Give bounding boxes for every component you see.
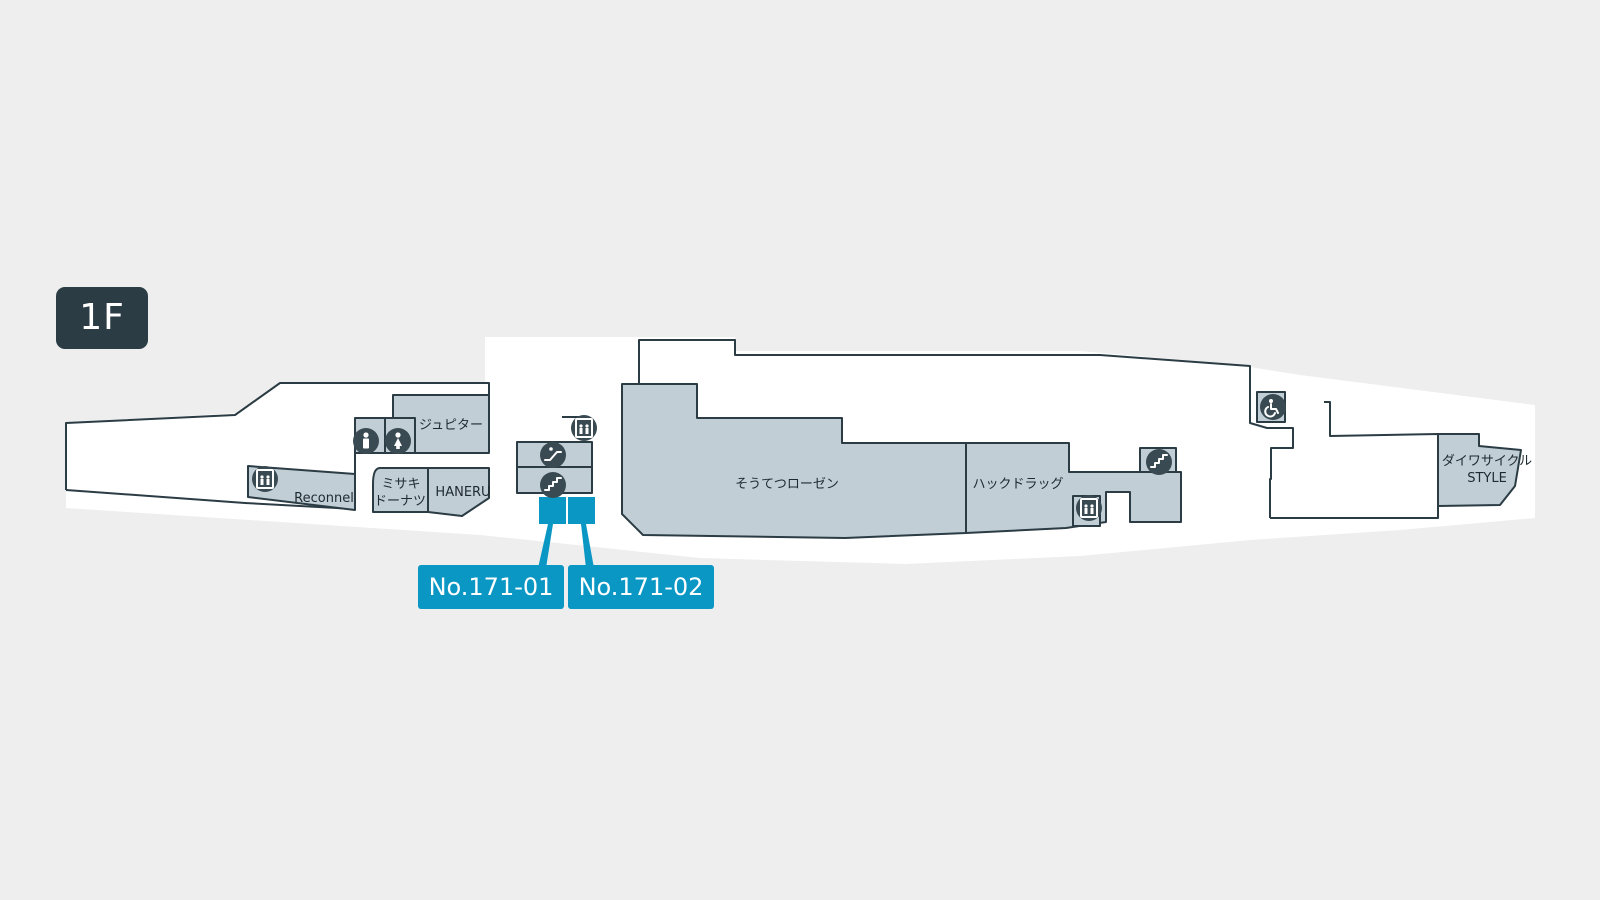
label-misaki-line2: ドーナツ [374, 494, 426, 509]
elevator-icon[interactable] [252, 466, 278, 492]
wall-west-lower [65, 489, 356, 510]
shop-haneru[interactable] [427, 467, 490, 517]
wall-north-east [638, 339, 1294, 518]
wall-west [65, 382, 490, 490]
rental-space-label-171-01[interactable]: No.171-01 [418, 565, 564, 609]
label-hac-drug: ハックドラッグ [972, 477, 1063, 492]
wall-east-wing [1270, 401, 1439, 519]
accessible-parking-icon[interactable] [1260, 394, 1286, 420]
label-sotetsu-rosen: そうてつローゼン [735, 477, 839, 492]
label-jupiter: ジュピター [419, 418, 483, 433]
callout-pointer-2 [581, 524, 594, 568]
restroom-women-icon[interactable] [385, 428, 411, 454]
label-daiwa-line1: ダイワサイクル [1442, 454, 1532, 469]
elevator-icon[interactable] [1076, 495, 1102, 521]
rental-space-171-01[interactable] [539, 497, 566, 524]
label-haneru: HANERU [435, 485, 490, 500]
rental-space-171-02[interactable] [568, 497, 595, 524]
shop-daiwa-cycle-style[interactable] [1437, 433, 1522, 507]
stairs-icon[interactable] [1146, 449, 1172, 475]
label-reconnel: Reconnel [294, 491, 354, 506]
label-daiwa-line2: STYLE [1467, 471, 1507, 486]
shop-misaki-donuts[interactable] [372, 467, 429, 513]
floor-label: 1F [56, 287, 148, 349]
shop-hac-drug[interactable] [965, 442, 1182, 534]
rental-space-label-171-02[interactable]: No.171-02 [568, 565, 714, 609]
callout-pointer-1 [538, 524, 553, 568]
label-misaki-line1: ミサキ [381, 477, 420, 492]
stairs-icon[interactable] [540, 472, 566, 498]
restroom-men-icon[interactable] [353, 428, 379, 454]
escalator-icon[interactable] [540, 442, 566, 468]
elevator-icon[interactable] [571, 415, 597, 441]
